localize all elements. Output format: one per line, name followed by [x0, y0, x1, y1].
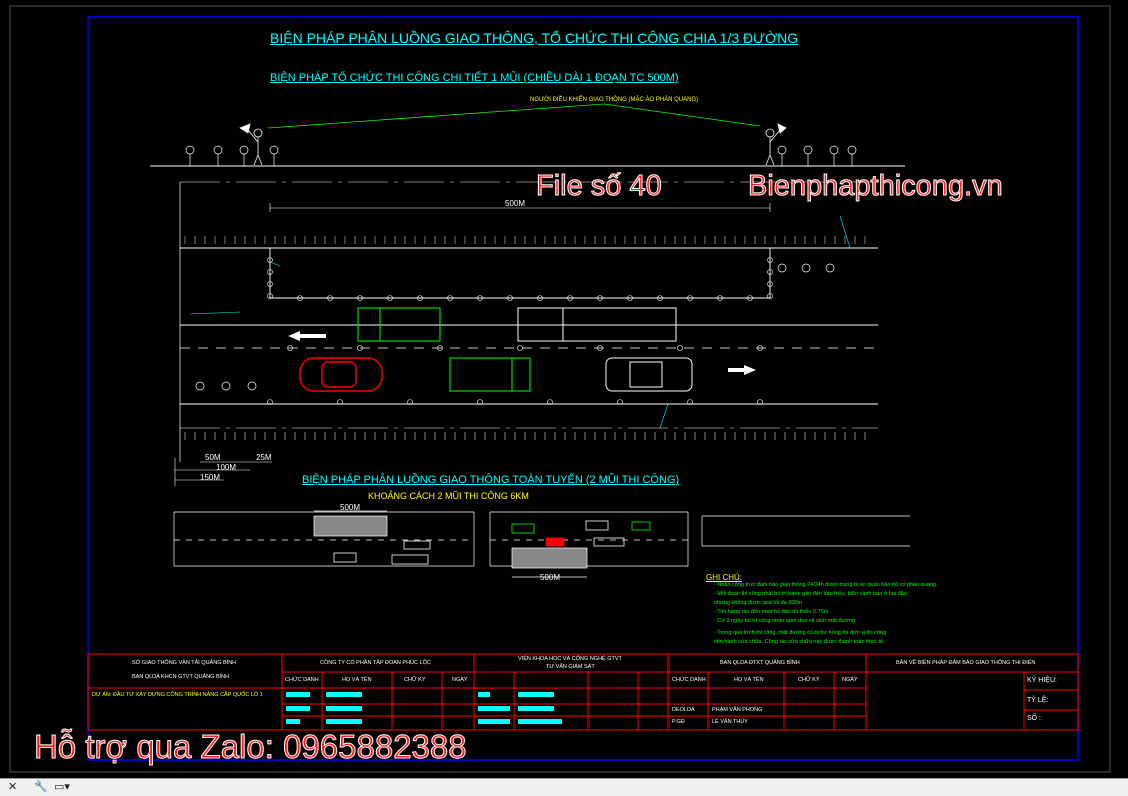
dimension-150m: 150M [200, 473, 221, 482]
flagman-note-line [267, 103, 761, 129]
ruler-ticks [184, 236, 866, 440]
so-label: SỐ : [1027, 715, 1042, 722]
dimension-500m: 500M [505, 199, 526, 208]
institute-name: VIỆN KHOA HỌC VÀ CÔNG NGHỆ GTVT [518, 656, 622, 662]
title-block-fills [286, 692, 562, 724]
section2-title: BIỆN PHÁP PHÂN LUỒNG GIAO THÔNG TOÀN TUY… [302, 474, 680, 486]
work-zone-barrier [269, 248, 771, 299]
truck-green-left [357, 307, 441, 342]
work-zone-hatch-2 [511, 547, 588, 569]
section2-subtitle: KHOẢNG CÁCH 2 MŨI THI CÔNG 6KM [368, 491, 529, 501]
note-line: - Trong quá trình thi công, mặt đường cũ… [714, 630, 887, 636]
dimension-500m-overview: 500M [340, 503, 361, 512]
leader-lines [189, 215, 851, 429]
role-1: DEOLDA [672, 707, 695, 713]
note-line: - Cứ 3 ngày bố trí công nhân quét dọn vệ… [714, 618, 855, 624]
watermark-support: Hỗ trợ qua Zalo: 0965882388 [34, 728, 468, 766]
sheet-border [9, 5, 1111, 773]
layout-dropdown-icon[interactable]: ▭▾ [54, 781, 70, 793]
note-line: - Nhân công trực đảm bảo giao thông 24/2… [714, 582, 938, 588]
dimension-500m-overview-2: 500M [540, 573, 561, 582]
overview-diagram [173, 510, 910, 578]
project-name: DỰ ÁN: ĐẦU TƯ XÂY DỰNG CÔNG TRÌNH NÂNG C… [92, 692, 263, 698]
col-date: NGÀY [452, 677, 468, 683]
flagman-left [239, 123, 263, 166]
cad-viewport[interactable]: BIỆN PHÁP PHÂN LUỒNG GIAO THÔNG, TỔ CHỨC… [0, 0, 1128, 778]
name-2: LÊ VĂN THỦY [712, 719, 748, 725]
col-name-2: HỌ VÀ TÊN [734, 677, 764, 683]
sheet-outer-frame [87, 16, 1079, 761]
col-date-2: NGÀY [842, 677, 858, 683]
ky-hieu-label: KÝ HIỆU: [1027, 677, 1057, 684]
watermark-file-label: File số 40 [536, 170, 663, 203]
close-icon[interactable]: ✕ [8, 781, 18, 793]
note-line: - Mỗi đoạn thi công phải bố trí barie gầ… [714, 591, 907, 597]
truck-green-mid [449, 357, 531, 392]
company-name: CÔNG TY CỔ PHẦN TẬP ĐOÀN PHÚC LỘC [320, 660, 431, 666]
traffic-arrows [288, 331, 756, 375]
board-name: BAN QLDA ĐTXT QUẢNG BÌNH [720, 660, 800, 666]
col-role-2: CHỨC DANH [672, 677, 706, 683]
ty-le-label: TỶ LỆ: [1027, 697, 1049, 704]
title-block [87, 653, 1079, 731]
col-sign: CHỮ KÝ [404, 677, 426, 683]
owner-name: SỞ GIAO THÔNG VẬN TẢI QUẢNG BÌNH [132, 660, 237, 666]
col-role: CHỨC DANH [285, 677, 319, 683]
watermark-site: Bienphapthicong.vn [748, 170, 1004, 203]
col-sign-2: CHỮ KÝ [798, 677, 820, 683]
notes-heading: GHI CHÚ: [706, 573, 742, 582]
work-zone-hatch-1 [313, 515, 388, 537]
consultant-label: TƯ VẤN GIÁM SÁT [546, 664, 595, 670]
note-line: nhưng không được quá tối đa 300m [714, 600, 803, 606]
note-line: tiến hành sửa chữa. Công tác sửa chữa nà… [714, 639, 885, 645]
dimension-25m: 25M [256, 453, 272, 462]
mini-vehicles [333, 520, 651, 565]
drawing-subtitle: BIỆN PHÁP TỔ CHỨC THI CÔNG CHI TIẾT 1 MŨ… [270, 72, 679, 84]
drawing-title: BIỆN PHÁP PHÂN LUỒNG GIAO THÔNG, TỔ CHỨC… [270, 30, 799, 46]
drawing-canvas [9, 5, 1111, 773]
warning-signs-top [185, 145, 857, 391]
flagman-note: NGƯỜI ĐIỀU KHIỂN GIAO THÔNG (MẶC ÁO PHẢN… [530, 97, 699, 103]
owner-board: BAN QLDA KHCN GTVT QUẢNG BÌNH [132, 674, 230, 680]
flagman-right [765, 123, 787, 166]
barrier-lamps [267, 257, 773, 405]
bottom-dimensions [174, 458, 272, 486]
wrench-icon[interactable]: 🔧 [34, 781, 48, 793]
status-bar: ✕ 🔧 ▭▾ [0, 778, 1128, 796]
name-1: PHẠM VĂN PHONG [712, 707, 763, 713]
truck-white [517, 307, 677, 342]
car-red [299, 357, 383, 392]
dimension-50m: 50M [205, 453, 221, 462]
car-white [605, 357, 693, 392]
drawing-name: BẢN VẼ BIỆN PHÁP ĐẢM BẢO GIAO THÔNG THI … [896, 660, 1036, 666]
role-2: P.GĐ [672, 719, 685, 725]
dimension-100m: 100M [216, 463, 237, 472]
col-name: HỌ VÀ TÊN [342, 677, 372, 683]
note-line: - Tim hàng rào đến mép hố đào tối thiểu … [714, 609, 829, 615]
